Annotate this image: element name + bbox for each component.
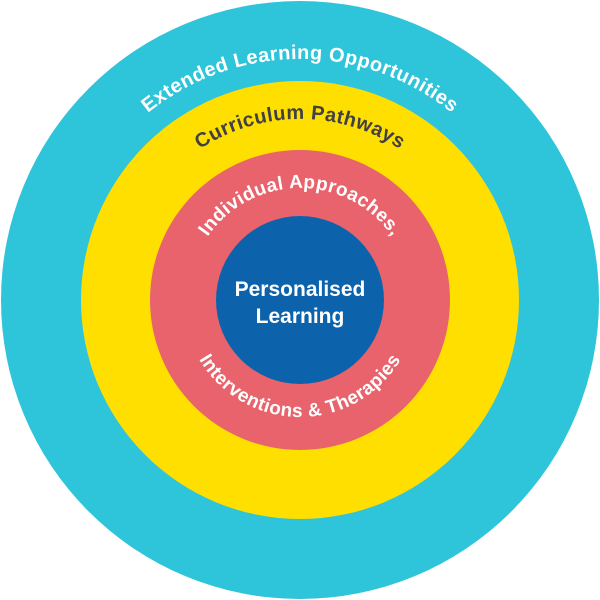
- circle-personalised-learning: [216, 216, 384, 384]
- label-personalised-learning-line2: Learning: [256, 305, 345, 328]
- label-personalised-learning-line1: Personalised: [235, 278, 366, 301]
